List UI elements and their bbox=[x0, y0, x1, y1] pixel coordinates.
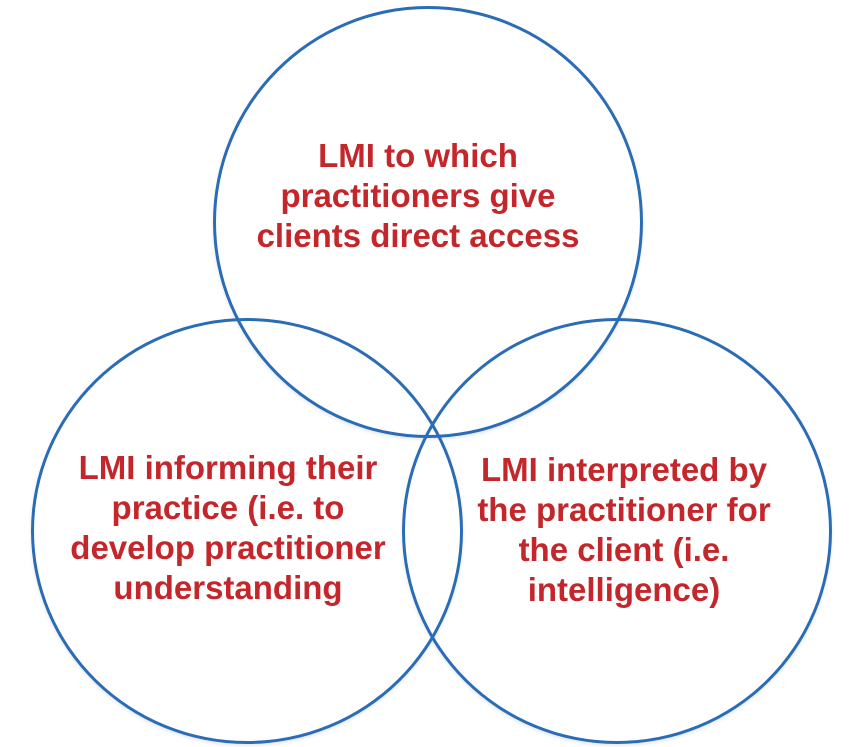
venn-label-top: LMI to which practitioners give clients … bbox=[210, 136, 626, 256]
venn-label-bottom-right-line-4: intelligence) bbox=[527, 571, 721, 608]
venn-label-top-line-2: practitioners give bbox=[280, 177, 556, 214]
venn-label-bottom-left-line-3: develop practitioner bbox=[70, 529, 386, 566]
venn-label-bottom-left-line-4: understanding bbox=[113, 569, 343, 606]
venn-label-top-line-3: clients direct access bbox=[256, 217, 580, 254]
venn-label-bottom-right-line-2: the practitioner for bbox=[477, 491, 771, 528]
venn-label-bottom-left-line-2: practice (i.e. to bbox=[111, 489, 345, 526]
venn-label-bottom-left-line-1: LMI informing their bbox=[78, 449, 378, 486]
venn-label-bottom-right-line-3: the client (i.e. bbox=[518, 531, 730, 568]
venn-label-top-line-1: LMI to which bbox=[318, 137, 518, 174]
venn-circle-bottom-right bbox=[402, 318, 832, 744]
venn-label-bottom-right-line-1: LMI interpreted by bbox=[480, 451, 768, 488]
venn-label-bottom-right: LMI interpreted by the practitioner for … bbox=[424, 450, 824, 610]
venn-label-bottom-left: LMI informing their practice (i.e. to de… bbox=[28, 448, 428, 608]
